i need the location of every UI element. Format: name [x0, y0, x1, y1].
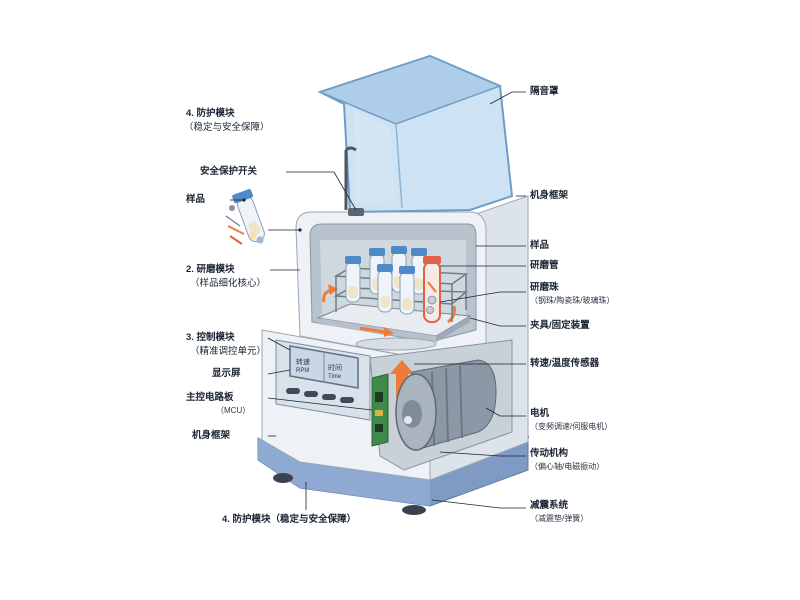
label-transmission-sub: （偏心轴/电磁振动）	[530, 462, 605, 471]
leader-lines	[230, 91, 526, 510]
grinding-tubes	[345, 246, 441, 323]
safety-switch	[348, 208, 364, 216]
label-motor-sub: （变频调速/伺服电机）	[530, 422, 613, 431]
label-control-module: 3. 控制模块	[186, 332, 235, 343]
label-damping-sub: （减震垫/弹簧）	[530, 514, 589, 523]
tube	[345, 256, 361, 303]
label-sample-left: 样品	[186, 194, 206, 205]
label-clamp: 夹具/固定装置	[530, 320, 590, 331]
screen-time-label: 时间	[328, 363, 342, 372]
foot-front	[402, 505, 426, 515]
foot-left	[273, 473, 293, 483]
sound-cover	[317, 54, 514, 214]
label-grinding-tube: 研磨管	[530, 260, 559, 271]
label-protection-module-top: 4. 防护模块	[186, 108, 235, 119]
tube	[399, 266, 415, 315]
label-mcu-sub: （MCU）	[216, 406, 251, 415]
label-body-frame-right: 机身框架	[530, 190, 569, 201]
label-grinding-bead: 研磨珠	[530, 282, 559, 293]
tube	[411, 248, 427, 295]
label-body-frame-left: 机身框架	[192, 430, 231, 441]
label-sample-right: 样品	[530, 240, 550, 251]
mcu-board	[371, 373, 389, 447]
screen-rpm-label: 转速	[296, 357, 310, 366]
screen-time-unit: Time	[328, 374, 342, 380]
leader-dot	[298, 228, 302, 232]
label-grinding-bead-sub: （钢珠/陶瓷珠/玻璃珠）	[530, 296, 615, 305]
display-screen: 转速 RPM 时间 Time	[296, 357, 342, 380]
label-protection-module-top-sub: （稳定与安全保障）	[184, 122, 270, 133]
motor-compartment	[369, 339, 513, 471]
panel-buttons	[286, 388, 354, 403]
label-sensor: 转速/温度传感器	[530, 358, 600, 369]
label-damping: 减震系统	[530, 500, 569, 511]
rotor-plate	[316, 303, 472, 351]
tube-highlighted	[423, 256, 441, 323]
label-safety-switch: 安全保护开关	[200, 166, 258, 177]
label-control-module-sub: （精准调控单元）	[190, 346, 267, 357]
label-display: 显示屏	[212, 368, 241, 379]
leader-dot	[242, 198, 246, 202]
control-panel	[275, 339, 371, 421]
motor	[395, 359, 497, 451]
screen-rpm-unit: RPM	[296, 368, 309, 374]
motion-arrows	[322, 284, 456, 337]
tube	[377, 264, 393, 313]
sample-illustration	[225, 189, 265, 245]
label-transmission: 传动机构	[530, 448, 569, 459]
label-protection-module-bottom: 4. 防护模块（稳定与安全保障）	[222, 514, 357, 525]
label-mcu-board: 主控电路板	[186, 392, 234, 403]
label-motor: 电机	[530, 408, 550, 419]
label-grinding-module: 2. 研磨模块	[186, 264, 235, 275]
label-grinding-module-sub: （样品细化核心）	[190, 278, 267, 289]
label-sound-cover: 隔音罩	[530, 86, 559, 97]
